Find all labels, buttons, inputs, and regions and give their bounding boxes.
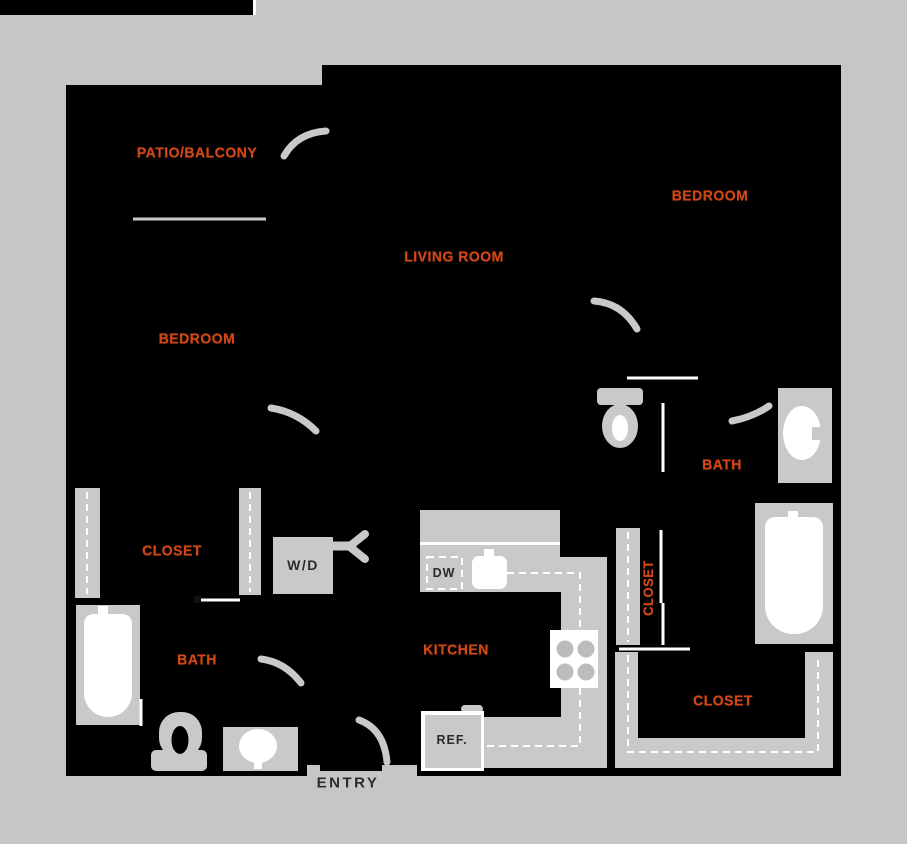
walkin-shelf-bottom [615, 738, 833, 768]
stove [550, 630, 598, 688]
kitchen-counter-corner [560, 557, 607, 592]
label-entry: ENTRY [316, 774, 380, 792]
entry-threshold [320, 765, 382, 771]
room-label-patio-balcony: PATIO/BALCONY [136, 143, 258, 161]
bathtub-right [765, 517, 823, 634]
room-label-bath-left: BATH [177, 650, 217, 668]
counter-divider-line [420, 542, 560, 545]
sink-right-faucet [812, 427, 829, 440]
wardrobe-shelf-left-b [239, 488, 261, 595]
room-label-closet-walkin: CLOSET [693, 691, 753, 709]
room-label-living-room: LIVING ROOM [404, 247, 504, 265]
bathtub-left-faucet [98, 606, 108, 619]
kitchen-counter-bottom [483, 717, 607, 768]
kitchen-sink-faucet [484, 549, 494, 562]
bathtub-right-faucet [788, 511, 798, 524]
room-label-bedroom-left: BEDROOM [158, 329, 236, 347]
room-label-kitchen: KITCHEN [423, 640, 489, 658]
refrigerator-handle [461, 705, 483, 713]
kitchen-counter-top [420, 510, 560, 543]
room-label-closet-hall: CLOSET [639, 560, 657, 616]
wardrobe-shelf-left-a [75, 488, 100, 598]
top-edge-bar [0, 0, 253, 15]
sink-left-faucet [254, 752, 262, 769]
label-dishwasher: DW [432, 566, 456, 580]
label-refrigerator: REF. [436, 733, 468, 747]
wardrobe-shelf-hall [616, 528, 640, 645]
bathtub-left [84, 614, 132, 717]
refrigerator [425, 715, 481, 768]
room-label-bedroom-right: BEDROOM [671, 186, 749, 204]
room-label-bath-right: BATH [702, 455, 742, 473]
top-edge-divider [253, 0, 256, 15]
washer-dryer-box [273, 537, 333, 594]
label-washer-dryer: W/D [287, 557, 319, 573]
room-label-closet-left: CLOSET [142, 541, 202, 559]
